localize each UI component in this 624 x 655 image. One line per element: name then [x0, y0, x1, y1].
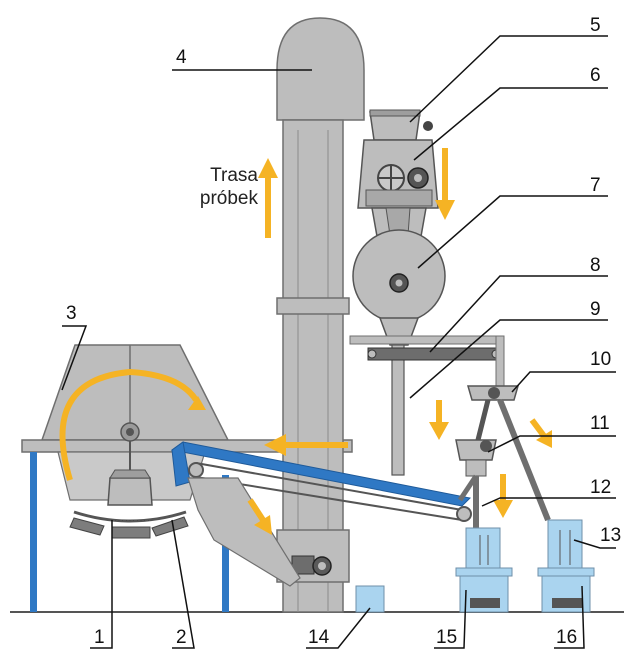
label-9: 9	[590, 299, 601, 320]
label-14: 14	[308, 627, 330, 648]
label-6: 6	[590, 65, 601, 86]
frame-leg-left	[30, 452, 37, 612]
caption-line-2: próbek	[199, 188, 258, 209]
sample-container-left	[455, 527, 513, 613]
label-13: 13	[600, 525, 622, 546]
idler-rollers: · · · · · · · · · · ·	[69, 510, 189, 539]
label-16: 16	[556, 627, 578, 648]
label-1: 1	[94, 627, 105, 648]
inclined-conveyor	[170, 441, 472, 587]
caption-line-1: Trasa	[210, 165, 258, 186]
bucket-elevator	[276, 17, 365, 613]
support-frame	[349, 335, 505, 613]
rotary-divider-lower	[455, 439, 497, 528]
label-8: 8	[590, 255, 601, 276]
sample-route-caption: Trasa próbek	[180, 164, 258, 210]
label-10: 10	[590, 349, 612, 370]
label-5: 5	[590, 15, 601, 36]
label-2: 2	[176, 627, 187, 648]
label-3: 3	[66, 303, 77, 324]
rotary-divider-upper	[467, 385, 551, 522]
feed-hopper	[369, 109, 433, 141]
mill-body	[352, 207, 446, 476]
sample-container-right	[537, 519, 595, 613]
label-7: 7	[590, 175, 601, 196]
label-4: 4	[176, 47, 187, 68]
svg-text:· · · · · · · · · · ·: · · · · · · · · · · ·	[111, 518, 150, 524]
label-12: 12	[590, 477, 612, 498]
label-11: 11	[590, 413, 610, 434]
flow-arrows	[59, 148, 552, 535]
leader-lines	[61, 35, 616, 649]
label-15: 15	[436, 627, 458, 648]
